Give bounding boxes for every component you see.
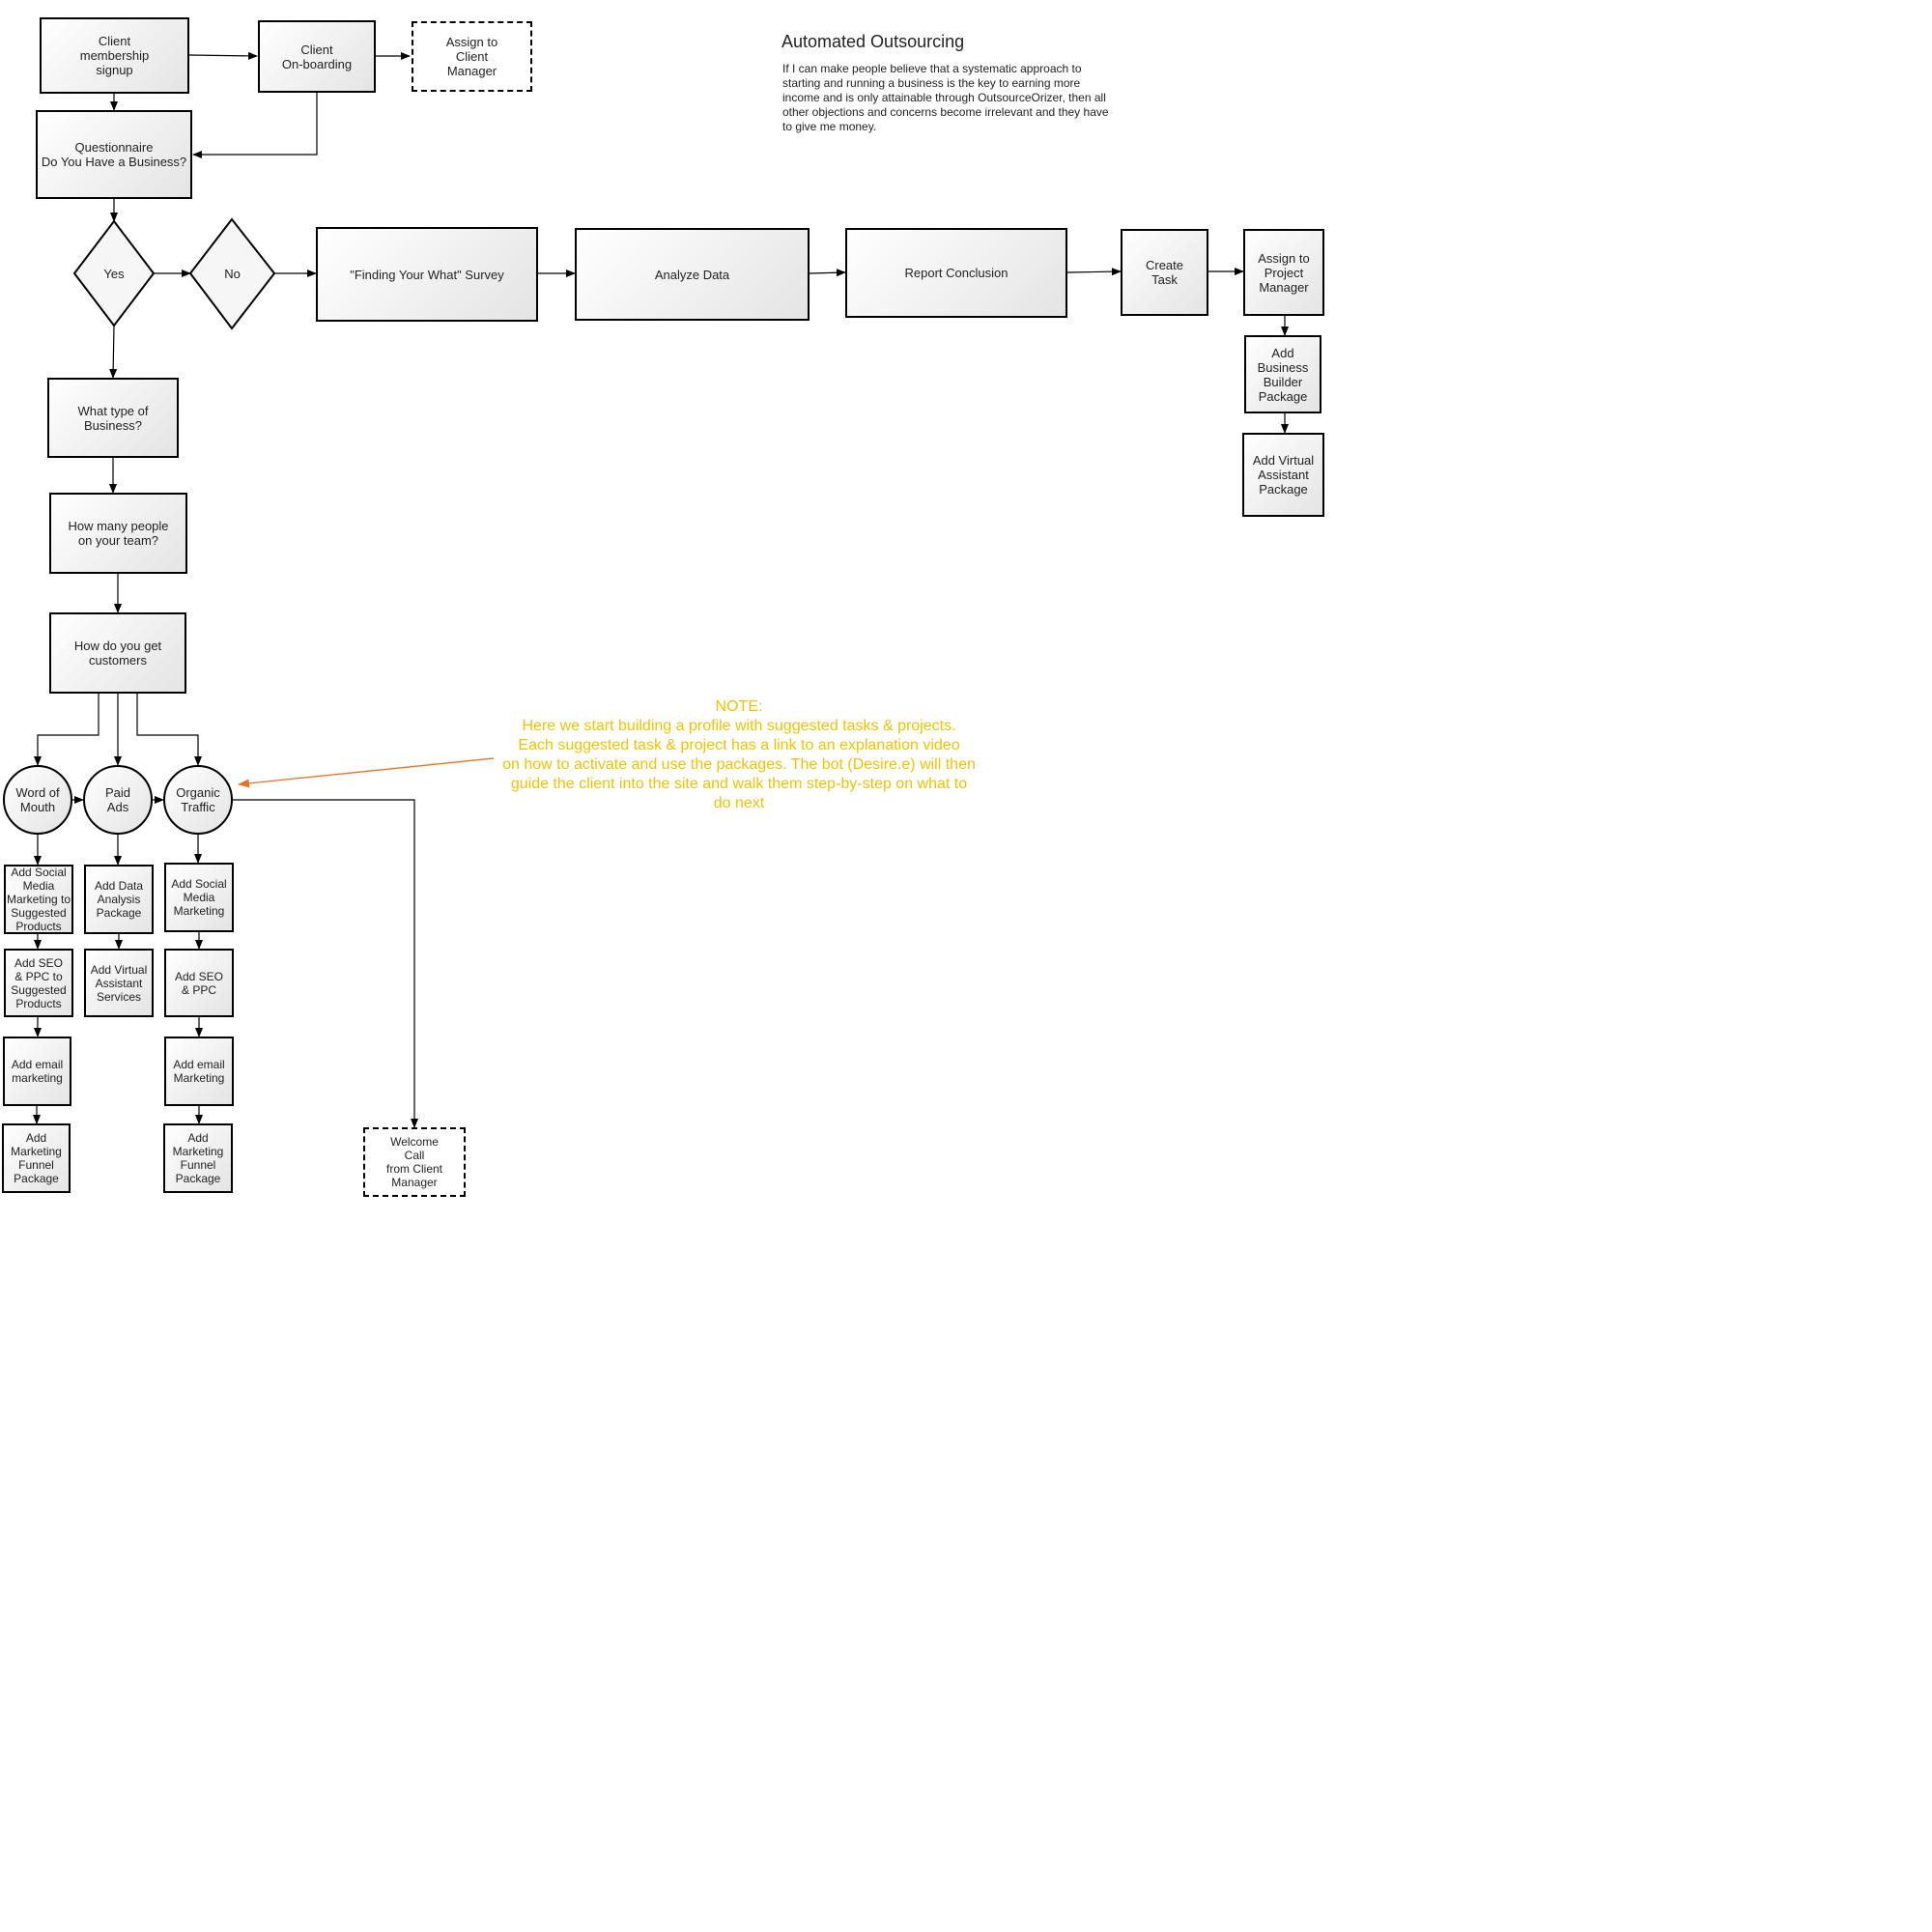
decision-no-label: No (224, 266, 241, 281)
node-how-many-people[interactable]: How many people on your team? (49, 493, 187, 574)
node-org-add-email-marketing[interactable]: Add email Marketing (164, 1037, 234, 1106)
node-assign-project-manager[interactable]: Assign to Project Manager (1243, 229, 1324, 316)
node-report-conclusion[interactable]: Report Conclusion (845, 228, 1067, 318)
node-finding-your-what-survey[interactable]: "Finding Your What" Survey (316, 227, 538, 322)
diagram-title: Automated Outsourcing (781, 32, 965, 51)
node-assign-client-manager[interactable]: Assign to Client Manager (412, 21, 532, 92)
edge-membership-onboarding (188, 51, 258, 60)
decision-yes-label: Yes (103, 266, 125, 281)
node-wom-add-email-marketing[interactable]: Add email marketing (3, 1037, 71, 1106)
edge-analyze-report (809, 269, 846, 277)
node-word-of-mouth[interactable]: Word of Mouth (3, 765, 72, 835)
note-annotation: NOTE: Here we start building a profile w… (502, 698, 976, 811)
node-ads-add-data-analysis[interactable]: Add Data Analysis Package (84, 865, 154, 934)
node-ads-add-va-services[interactable]: Add Virtual Assistant Services (84, 949, 154, 1017)
node-what-type-of-business[interactable]: What type of Business? (47, 378, 179, 458)
edge-onboarding-questionnaire (192, 93, 318, 158)
node-org-add-marketing-funnel[interactable]: Add Marketing Funnel Package (163, 1123, 233, 1193)
edge-organic-welcome (233, 799, 418, 1128)
node-client-onboarding[interactable]: Client On-boarding (258, 20, 376, 93)
node-wom-add-seo-ppc[interactable]: Add SEO & PPC to Suggested Products (4, 949, 73, 1017)
diagram-description: If I can make people believe that a syst… (782, 62, 1109, 133)
note-arrow (238, 757, 495, 788)
node-how-do-you-get-customers[interactable]: How do you get customers (49, 612, 186, 694)
edge-report-task (1066, 268, 1122, 276)
node-organic-traffic[interactable]: Organic Traffic (163, 765, 233, 835)
no-diamond (188, 217, 276, 330)
node-create-task[interactable]: Create Task (1121, 229, 1208, 316)
node-client-membership-signup[interactable]: Client membership signup (40, 17, 189, 94)
node-add-virtual-assistant-package[interactable]: Add Virtual Assistant Package (1242, 433, 1324, 517)
node-questionnaire[interactable]: Questionnaire Do You Have a Business? (36, 110, 192, 199)
node-org-add-seo-ppc[interactable]: Add SEO & PPC (164, 949, 234, 1017)
node-add-business-builder-package[interactable]: Add Business Builder Package (1244, 335, 1321, 413)
edge-customers-organic (136, 694, 202, 766)
node-wom-add-marketing-funnel[interactable]: Add Marketing Funnel Package (2, 1123, 71, 1193)
edge-yes-businesstype (109, 325, 118, 379)
node-welcome-call[interactable]: Welcome Call from Client Manager (363, 1127, 466, 1197)
edge-customers-wom (34, 694, 99, 766)
node-analyze-data[interactable]: Analyze Data (575, 228, 810, 321)
node-org-add-social-media[interactable]: Add Social Media Marketing (164, 863, 234, 932)
node-wom-add-social-media[interactable]: Add Social Media Marketing to Suggested … (4, 865, 73, 934)
node-paid-ads[interactable]: Paid Ads (83, 765, 153, 835)
